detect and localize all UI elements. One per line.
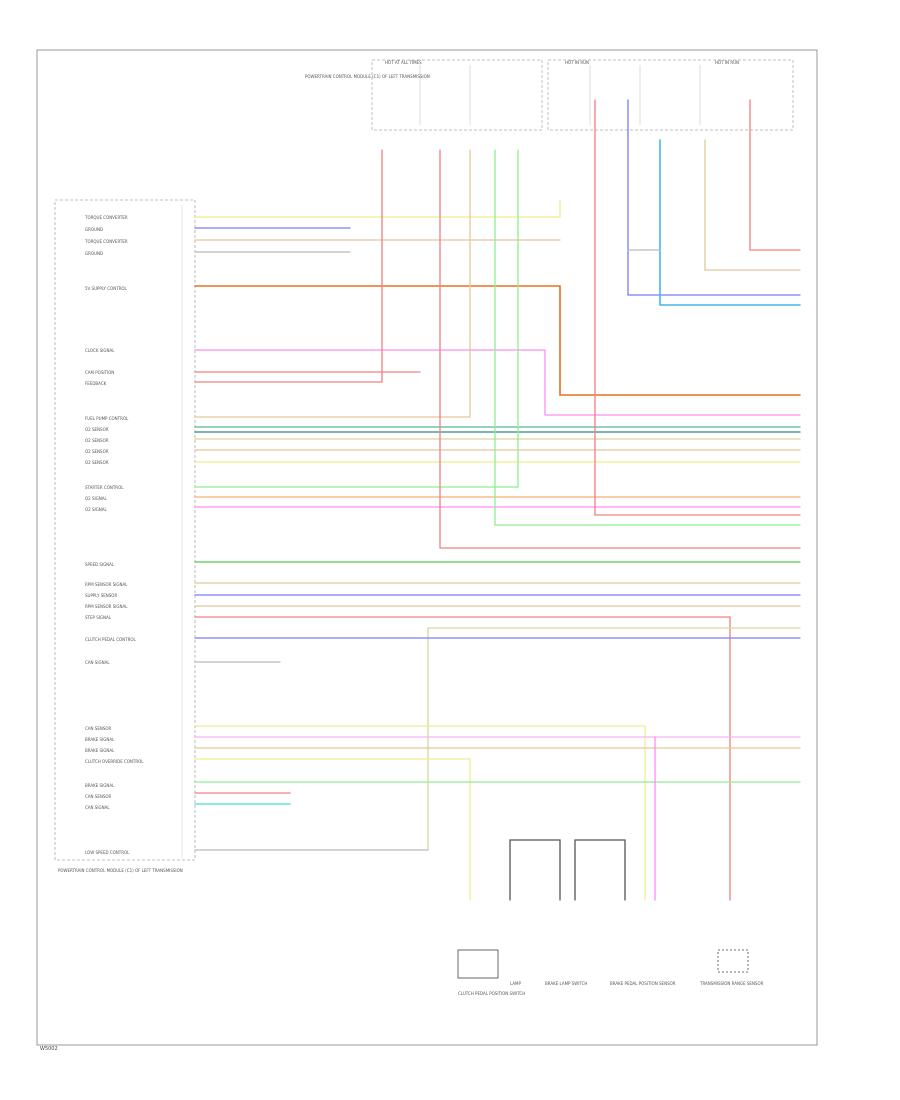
bottom-component-boxes: [457, 949, 749, 979]
left-label: CLOCK SIGNAL: [85, 348, 115, 353]
wire-dark-brake-switch: [574, 839, 626, 901]
left-label: BRAKE SIGNAL: [85, 783, 115, 788]
wire-green-starter: [194, 149, 519, 488]
left-label: STEP SIGNAL: [85, 615, 112, 620]
left-label: CAN SENSOR: [85, 794, 112, 799]
diagram-id: W5002: [40, 1046, 58, 1052]
left-label: CAM POSITION: [85, 370, 114, 375]
left-label: FUEL PUMP CONTROL: [85, 416, 129, 421]
bottom-component-label: LAMP: [510, 981, 522, 986]
bottom-component-label: TRANSMISSION RANGE SENSOR: [699, 981, 764, 986]
wire-pink-step: [194, 616, 731, 901]
left-label: BRAKE SIGNAL: [85, 748, 115, 753]
bottom-component-label: CLUTCH PEDAL POSITION SWITCH: [458, 991, 525, 996]
wire-pink-clock: [194, 349, 801, 416]
left-label: GROUND: [85, 227, 103, 232]
left-label: CAN SENSOR: [85, 726, 112, 731]
left-label: TORQUE CONVERTER: [84, 215, 128, 220]
hot-label-1: HOT AT ALL TIMES: [385, 60, 422, 65]
left-label: CAN SIGNAL: [85, 805, 110, 810]
control-module-box: [54, 199, 196, 861]
wire-tan-right: [704, 139, 801, 271]
left-label: TORQUE CONVERTER: [84, 239, 128, 244]
hot-label-2: HOT IN RUN: [565, 60, 589, 65]
left-label: CLUTCH OVERRIDE CONTROL: [85, 759, 144, 764]
module-title-text: POWERTRAIN CONTROL MODULE (C1) OF LEFT T…: [305, 74, 430, 79]
wire-red-feedback: [194, 149, 383, 383]
left-label: O2 SIGNAL: [85, 496, 108, 501]
left-label: RPM SENSOR SIGNAL: [85, 582, 128, 587]
left-label: BRAKE SIGNAL: [85, 737, 115, 742]
wire-tan-brake2: [194, 758, 471, 901]
fuse-box-dividers: [419, 65, 701, 125]
wire-orange-5v: [194, 285, 801, 396]
wire-yellow-clutch-upper: [427, 627, 801, 851]
wire-blue-right: [627, 99, 801, 296]
left-label: 5V SUPPLY CONTROL: [85, 286, 128, 291]
wire-red-vert-1: [594, 99, 801, 516]
bottom-component-labels: CLUTCH PEDAL POSITION SWITCH LAMP BRAKE …: [458, 981, 764, 996]
bottom-component-label: BRAKE PEDAL POSITION SENSOR: [610, 981, 676, 986]
wire-green-vert: [494, 149, 801, 526]
wire-yellow-can: [194, 725, 646, 901]
bottom-component-label: BRAKE LAMP SWITCH: [545, 981, 587, 986]
top-labels: POWERTRAIN CONTROL MODULE (C1) OF LEFT T…: [305, 60, 739, 79]
diagram-border: [36, 49, 818, 1046]
wire-yellow-1: [194, 199, 561, 218]
left-label: O2 SENSOR: [85, 427, 109, 432]
left-label: O2 SENSOR: [85, 438, 109, 443]
wire-tan-fuel: [194, 149, 471, 418]
left-label: O2 SENSOR: [85, 449, 109, 454]
top-header-boxes: [371, 59, 794, 131]
wire-cyan-right: [659, 139, 801, 306]
left-label: SPEED SIGNAL: [85, 562, 115, 567]
wire-group: [194, 99, 801, 901]
left-label: STARTER CONTROL: [85, 485, 124, 490]
left-label: O2 SENSOR: [85, 460, 109, 465]
left-label: CAN SIGNAL: [85, 660, 110, 665]
hot-label-3: HOT IN RUN: [715, 60, 739, 65]
wire-dark-clutch-switch: [509, 839, 561, 901]
left-label-column: TORQUE CONVERTER GROUND TORQUE CONVERTER…: [84, 215, 144, 855]
left-label: GROUND: [85, 251, 103, 256]
left-label: LOW SPEED CONTROL: [85, 850, 130, 855]
wire-red-right: [749, 99, 801, 251]
left-label: SUPPLY SENSOR: [85, 593, 117, 598]
wire-red-vert-2: [439, 149, 801, 549]
left-label: FEEDBACK: [85, 381, 107, 386]
module-caption: POWERTRAIN CONTROL MODULE (C1) OF LEFT T…: [58, 868, 183, 873]
left-label: O2 SIGNAL: [85, 507, 108, 512]
left-label: RPM SENSOR SIGNAL: [85, 604, 128, 609]
left-label: CLUTCH PEDAL CONTROL: [85, 637, 137, 642]
